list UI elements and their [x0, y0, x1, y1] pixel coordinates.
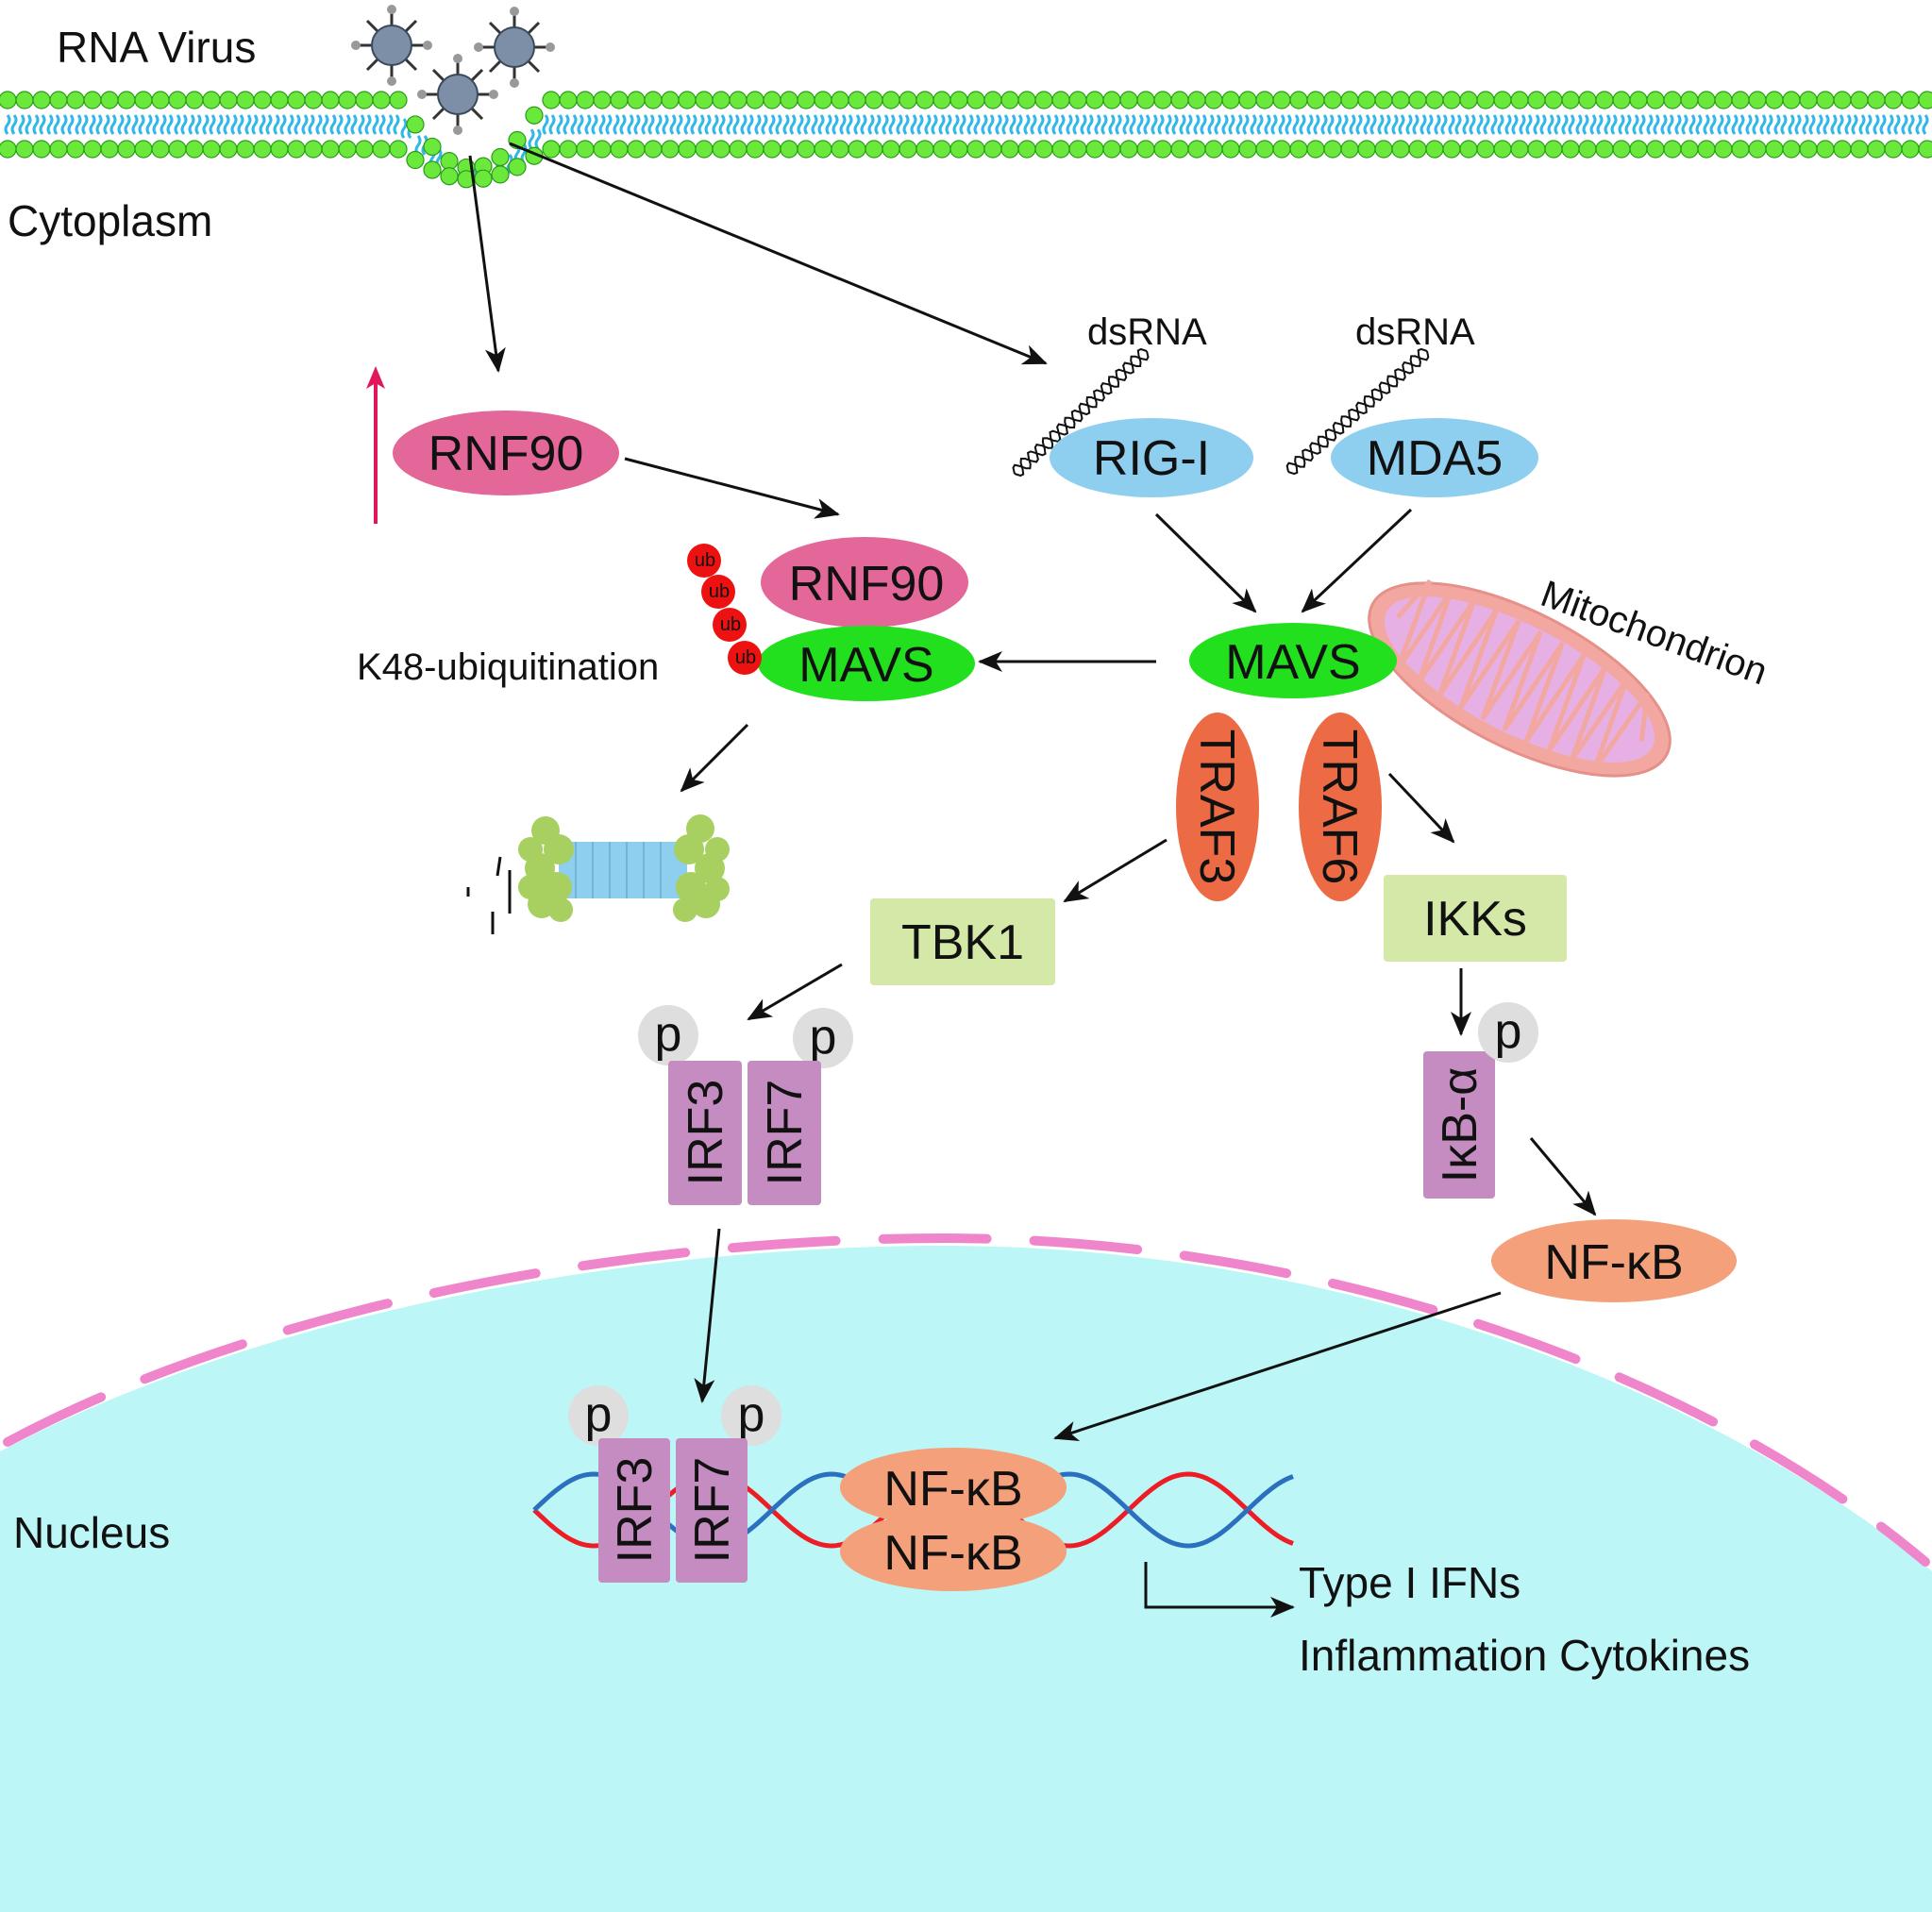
tbk1-label: TBK1: [901, 915, 1024, 970]
mitochondrion-icon: [1368, 579, 1672, 778]
virus-icon: [417, 54, 498, 135]
mavs-mito-node: [1189, 623, 1397, 698]
cytokines-label: Inflammation Cytokines: [1299, 1631, 1750, 1680]
arrow-tbk1-to-irf: [747, 963, 843, 1021]
ub-label: ub: [709, 581, 730, 602]
arrow-mda5-to-mavs: [1301, 508, 1413, 613]
virus-icon: [474, 7, 555, 88]
traf6-label: TRAF6: [1312, 730, 1367, 885]
cytoplasm-label: Cytoplasm: [8, 196, 212, 245]
ikks-node: [1384, 875, 1567, 962]
arrow-endosome-to-rig-i: [509, 142, 1048, 365]
mavs-mito-label: MAVS: [1225, 635, 1361, 690]
irf3-node: [668, 1061, 742, 1205]
arrow-irf-to-nucleus: [694, 1228, 721, 1403]
irf3-nuclear-node: [598, 1438, 670, 1583]
nfkb-label: NF-κB: [1544, 1235, 1683, 1290]
rnf90-bound-node: [761, 537, 968, 628]
dsrna-helix: [1285, 347, 1430, 476]
phospho-label: p: [655, 1007, 682, 1062]
arrow-rig-i-to-mavs: [1154, 512, 1257, 613]
type1-ifn-label: Type I IFNs: [1299, 1558, 1520, 1607]
mavs-ubiquitinated-node: [758, 626, 975, 701]
ikb-alpha-node: [1423, 1051, 1495, 1199]
rig-i-label: RIG-I: [1093, 431, 1210, 486]
irf7-nuclear-label: IRF7: [685, 1457, 740, 1564]
rnf90-bound-label: RNF90: [789, 557, 945, 612]
k48-ubiquitination-label: K48-ubiquitination: [357, 646, 659, 688]
nucleus-label: Nucleus: [13, 1508, 170, 1557]
rna-virus-particles: [351, 5, 555, 135]
irf3-nuclear-label: IRF3: [608, 1457, 663, 1564]
virus-icon: [351, 5, 432, 86]
ikks-label: IKKs: [1423, 892, 1527, 947]
tbk1-node: [870, 898, 1055, 985]
irf7-node: [748, 1061, 821, 1205]
irf3-label: IRF3: [679, 1080, 733, 1186]
nuclear-envelope: [3, 1233, 1930, 1567]
phospho-label: p: [585, 1387, 613, 1442]
rnf90-label: RNF90: [428, 427, 584, 481]
traf6-node: [1299, 713, 1382, 901]
ub-label: ub: [695, 550, 715, 571]
phospho-badge: [1478, 1002, 1538, 1063]
transcription-arrow: [1144, 1562, 1295, 1618]
phospho-label: p: [810, 1010, 837, 1065]
ubiquitin-chain: ub ub ub ub: [687, 544, 762, 675]
mda5-label: MDA5: [1367, 431, 1503, 486]
arrow-nfkb-to-nucleus: [1053, 1291, 1502, 1442]
arrow-rnf90-to-complex: [624, 457, 840, 519]
nfkb-nuclear-label: NF-κB: [883, 1526, 1022, 1581]
dsrna-helix: [1012, 347, 1150, 478]
dsrna-label: dsRNA: [1087, 311, 1207, 353]
traf3-label: TRAF3: [1189, 730, 1244, 885]
traf3-node: [1176, 713, 1259, 901]
proteasome-icon: [466, 814, 730, 934]
nfkb-nuclear-label: NF-κB: [883, 1462, 1022, 1517]
phospho-label: p: [1495, 1004, 1522, 1059]
plasma-membrane: [0, 91, 1932, 189]
phospho-label: p: [738, 1387, 765, 1442]
rig-i-node: [1050, 418, 1253, 497]
irf7-nuclear-node: [676, 1438, 748, 1583]
nfkb-nuclear-node: [840, 1512, 1067, 1591]
arrow-to-proteasome: [680, 723, 749, 793]
phospho-badge: [568, 1385, 629, 1446]
arrow-ikb-to-nfkb: [1529, 1137, 1597, 1216]
mavs-ubiquitinated-label: MAVS: [798, 638, 934, 693]
phospho-badge: [638, 1005, 698, 1065]
ub-label: ub: [720, 614, 741, 635]
nfkb-node: [1491, 1219, 1737, 1302]
dsrna-label: dsRNA: [1355, 311, 1475, 353]
rnf90-node: [393, 411, 619, 495]
arrow-traf3-to-tbk1: [1063, 838, 1168, 903]
arrow-traf6-to-ikks: [1387, 772, 1455, 844]
phospho-badge: [721, 1385, 781, 1446]
rna-virus-label: RNA Virus: [57, 23, 256, 72]
irf7-label: IRF7: [758, 1080, 813, 1186]
ub-label: ub: [735, 647, 756, 668]
mda5-node: [1331, 418, 1538, 497]
nfkb-nuclear-node: [840, 1448, 1067, 1527]
arrow-endosome-to-rnf90: [468, 155, 506, 373]
phospho-badge: [793, 1008, 853, 1068]
ikb-alpha-label: IκB-α: [1433, 1067, 1487, 1183]
